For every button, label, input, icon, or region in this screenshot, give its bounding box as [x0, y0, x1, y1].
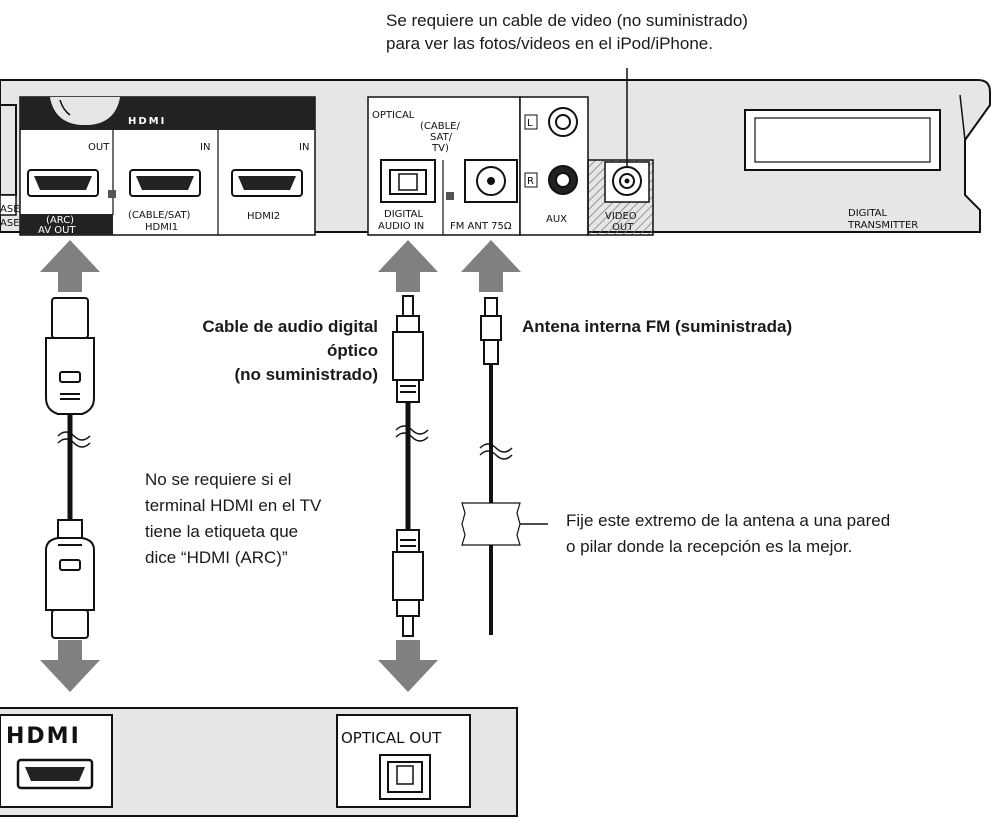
arc-label: (ARC)	[46, 215, 74, 226]
optical-cable-label-line1: Cable de audio digital	[202, 317, 378, 336]
fm-ant-label: FM ANT 75Ω	[450, 221, 512, 232]
cable-sat-label: (CABLE/SAT)	[128, 210, 191, 221]
fm-antenna	[461, 297, 548, 635]
video-cable-callout-line1: Se requiere un cable de video (no sumini…	[386, 11, 748, 30]
hdmi-av-out-port	[27, 169, 99, 197]
hdmi2-port	[231, 169, 303, 197]
tv-hdmi-port	[16, 758, 94, 790]
digital-transmitter-label-2: TRANSMITTER	[847, 220, 918, 231]
aux-label: AUX	[546, 214, 567, 225]
optical-cable	[392, 295, 429, 637]
aux-right-jack	[548, 165, 578, 195]
digital-label: DIGITAL	[384, 209, 424, 220]
tv-panel: HDMI OPTICAL OUT	[0, 707, 518, 817]
antenna-fix-line1: Fije este extremo de la antena a una par…	[566, 511, 891, 530]
base-t-label-1: ASE-T/	[0, 204, 32, 215]
arrow-down-hdmi	[40, 640, 100, 692]
right-channel-label: R	[527, 176, 534, 187]
digital-transmitter: DIGITAL TRANSMITTER	[744, 109, 941, 231]
arrow-up-hdmi	[40, 240, 100, 292]
aux-left-jack	[548, 107, 578, 137]
hdmi-note-line4: dice “HDMI (ARC)”	[145, 548, 288, 567]
out-label: OUT	[88, 142, 110, 153]
hdmi-note-line1: No se requiere si el	[145, 470, 292, 489]
tv-optical-out-port	[379, 754, 431, 800]
hdmi1-label: HDMI1	[145, 222, 178, 233]
optical-in-port	[380, 159, 436, 203]
optical-sub-3: TV)	[431, 143, 449, 154]
hdmi2-label: HDMI2	[247, 211, 280, 222]
tv-hdmi-logo: HDMI	[6, 724, 81, 749]
hdmi1-port	[129, 169, 201, 197]
left-partial-port	[0, 104, 17, 196]
hdmi-logo: HDMI	[128, 116, 166, 127]
arrow-down-optical	[378, 640, 438, 692]
in-label-2: IN	[299, 142, 309, 153]
video-out-label: OUT	[612, 222, 634, 233]
left-channel-label: L	[527, 118, 533, 129]
optical-cable-label-line2: óptico	[327, 341, 378, 360]
optical-block: OPTICAL (CABLE/ SAT/ TV) DIGITAL AUDIO I…	[367, 96, 521, 236]
fm-ant-port	[464, 159, 518, 203]
optical-label: OPTICAL	[372, 110, 415, 121]
arrow-up-fm	[461, 240, 521, 292]
in-label-1: IN	[200, 142, 210, 153]
antenna-fix-line2: o pilar donde la recepción es la mejor.	[566, 537, 853, 556]
hdmi-note-line3: tiene la etiqueta que	[145, 522, 299, 541]
av-out-label: AV OUT	[38, 225, 76, 236]
hdmi-note-line2: terminal HDMI en el TV	[145, 496, 322, 515]
hdmi-cable	[45, 297, 95, 639]
video-label: VIDEO	[605, 211, 637, 222]
arrows	[40, 240, 521, 692]
hdmi-block: HDMI OUT IN IN (ARC) AV OUT (CABL	[19, 96, 316, 236]
video-cable-callout-line2: para ver las fotos/videos en el iPod/iPh…	[386, 34, 713, 53]
optical-cable-label-line3: (no suministrado)	[234, 365, 378, 384]
video-out-jack	[612, 166, 642, 196]
rear-panel: ASE-T/ ASE-TX) HDMI OUT IN IN	[0, 79, 991, 236]
fm-antenna-label: Antena interna FM (suministrada)	[522, 317, 793, 336]
audio-in-label: AUDIO IN	[378, 221, 424, 232]
aux-block: L R AUX	[519, 96, 589, 236]
optical-sub-2: SAT/	[430, 132, 453, 143]
optical-out-label: OPTICAL OUT	[341, 729, 442, 747]
digital-transmitter-label-1: DIGITAL	[848, 208, 888, 219]
arrow-up-optical	[378, 240, 438, 292]
optical-sub-1: (CABLE/	[420, 121, 460, 132]
arc-indicator	[108, 190, 116, 198]
video-out-block: VIDEO OUT	[587, 159, 654, 236]
